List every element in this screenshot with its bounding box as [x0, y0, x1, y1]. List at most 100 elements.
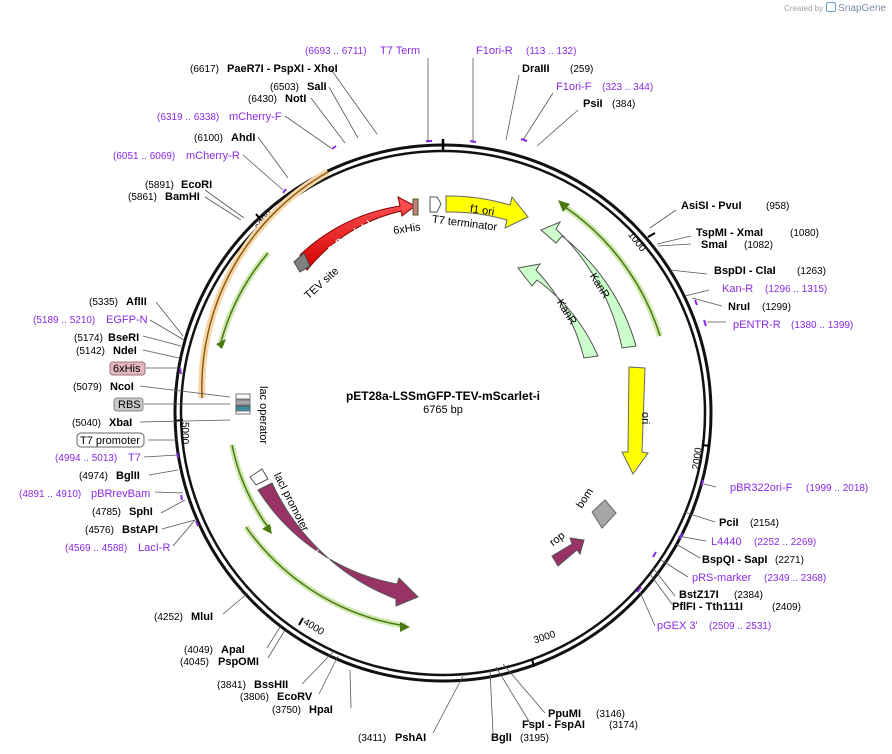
bstz17i-name[interactable]: BstZ17I	[679, 589, 719, 601]
ecorv-name[interactable]: EcoRV	[277, 691, 313, 703]
l4440-pos: (2252 .. 2269)	[754, 537, 816, 548]
pshai-pos: (3411)	[358, 733, 386, 744]
pbr322-pos: (1999 .. 2018)	[806, 483, 868, 494]
pspomi-name[interactable]: PspOMI	[218, 656, 259, 668]
rop-feature[interactable]: rop	[547, 530, 585, 567]
xbai-name[interactable]: XbaI	[109, 417, 132, 429]
pentr-name[interactable]: pENTR-R	[733, 319, 781, 331]
bsshii-name[interactable]: BssHII	[254, 679, 288, 691]
noti-name[interactable]: NotI	[285, 93, 306, 105]
nrui-name[interactable]: NruI	[728, 301, 750, 313]
kan-arc-arrowhead	[558, 200, 570, 212]
mcherryf-pos: (6319 .. 6338)	[157, 112, 219, 123]
aflii-name[interactable]: AflII	[126, 296, 147, 308]
nrui-pos: (1299)	[762, 302, 791, 313]
sphi-name[interactable]: SphI	[129, 506, 153, 518]
paer7i-name[interactable]: PaeR7I - PspXI - XhoI	[227, 63, 338, 75]
pflfi-pos: (2409)	[772, 602, 801, 613]
laci-r-name[interactable]: LacI-R	[138, 542, 170, 554]
label-connectors	[139, 58, 726, 734]
hpai-name[interactable]: HpaI	[309, 704, 333, 716]
tick-3000	[531, 658, 535, 668]
mlui-pos: (4252)	[154, 612, 183, 623]
bstz17i-pos: (2384)	[734, 590, 763, 601]
ori-feature[interactable]: ori	[621, 366, 651, 475]
asisi-name[interactable]: AsiSI - PvuI	[681, 200, 742, 212]
his-tag-feature[interactable]	[412, 198, 419, 216]
kanr-primer-name[interactable]: Kan-R	[722, 283, 753, 295]
bseri-name[interactable]: BseRI	[108, 332, 139, 344]
prs-name[interactable]: pRS-marker	[692, 572, 752, 584]
apai-name[interactable]: ApaI	[221, 644, 245, 656]
kanr-feature-2[interactable]: KanR	[517, 263, 599, 359]
t7-terminator-feature[interactable]	[429, 196, 442, 213]
egfpn-name[interactable]: EGFP-N	[106, 314, 148, 326]
paer7i-pos: (6617)	[190, 64, 219, 75]
bsshii-pos: (3841)	[217, 680, 246, 691]
fspi-pos: (3174)	[609, 720, 638, 731]
tspmi-pos: (1080)	[790, 228, 819, 239]
fspi-name[interactable]: FspI - FspAI	[522, 719, 585, 731]
bom-label: bom	[574, 486, 596, 510]
ahdi-name[interactable]: AhdI	[231, 132, 255, 144]
pflfi-name[interactable]: PflFI - Tth111I	[672, 601, 743, 613]
lac-operator-feature[interactable]	[235, 393, 251, 415]
bseri-pos: (5174)	[74, 333, 103, 344]
brand-name: SnapGene	[838, 3, 886, 14]
laci-green-arrowhead-2	[400, 622, 410, 632]
mlui-name[interactable]: MluI	[191, 611, 213, 623]
t7term-primer-name[interactable]: T7 Term	[380, 45, 420, 57]
pbr322-name[interactable]: pBR322ori-F	[730, 482, 793, 494]
ecori-pos: (5891)	[145, 180, 174, 191]
ncoi-pos: (5079)	[73, 382, 102, 393]
left-green-highlight	[218, 251, 271, 343]
mcherryf-name[interactable]: mCherry-F	[229, 111, 282, 123]
ppumi-name[interactable]: PpuMI	[548, 708, 581, 720]
f1ori-feature[interactable]: f1 ori	[445, 195, 529, 229]
ecori-name[interactable]: EcoRI	[181, 179, 212, 191]
rbs-box[interactable]: RBS	[113, 397, 144, 412]
bspdi-name[interactable]: BspDI - ClaI	[714, 265, 776, 277]
tspmi-name[interactable]: TspMI - XmaI	[696, 227, 763, 239]
f1ori-f-name[interactable]: F1ori-F	[556, 81, 592, 93]
pshai-name[interactable]: PshAI	[395, 732, 426, 744]
bom-feature[interactable]: bom	[574, 486, 617, 529]
pcii-name[interactable]: PciI	[719, 517, 739, 529]
bspqi-name[interactable]: BspQI - SapI	[702, 554, 767, 566]
plasmid-size: 6765 bp	[423, 404, 463, 416]
bglii-name[interactable]: BglII	[116, 470, 140, 482]
pgex-name[interactable]: pGEX 3'	[657, 620, 698, 632]
draiii-name[interactable]: DraIII	[522, 63, 550, 75]
kanr-feature-1[interactable]: KanR	[540, 220, 637, 349]
lssmgfp-highlight	[198, 168, 330, 399]
rop-label: rop	[547, 530, 567, 549]
laci-feature[interactable]: lacI	[257, 482, 419, 607]
l4440-name[interactable]: L4440	[711, 536, 742, 548]
laci-green-arrowhead-1	[262, 524, 272, 534]
t7-name[interactable]: T7	[128, 452, 141, 464]
ncoi-name[interactable]: NcoI	[110, 381, 134, 393]
smai-name[interactable]: SmaI	[701, 239, 727, 251]
laci-r-pos: (4569 .. 4588)	[65, 543, 127, 554]
his-box[interactable]: 6xHis	[109, 361, 146, 376]
bstapi-name[interactable]: BstAPI	[122, 524, 158, 536]
laci-green-arc-1	[231, 444, 271, 531]
apai-pos: (4049)	[184, 645, 213, 656]
f1ori-r-name[interactable]: F1ori-R	[476, 45, 513, 57]
mcherryr-name[interactable]: mCherry-R	[186, 150, 240, 162]
his-tag-label: 6xHis	[392, 221, 421, 237]
tick-6000	[255, 213, 262, 221]
tev-site-feature[interactable]	[293, 252, 311, 273]
tev-site-label: TEV site	[302, 265, 341, 302]
sali-name[interactable]: SalI	[307, 81, 327, 93]
pbrrevbam-name[interactable]: pBRrevBam	[91, 488, 150, 500]
ppumi-pos: (3146)	[596, 709, 625, 720]
psii-name[interactable]: PsiI	[583, 98, 603, 110]
tick-label-5000: 5000	[179, 422, 190, 445]
laci-promoter-feature[interactable]	[249, 468, 269, 486]
t7-promoter-box[interactable]: T7 promoter	[76, 432, 145, 448]
bamhi-name[interactable]: BamHI	[165, 191, 200, 203]
hpai-pos: (3750)	[272, 705, 301, 716]
bgli-name[interactable]: BglI	[491, 732, 512, 744]
ndei-name[interactable]: NdeI	[113, 345, 137, 357]
